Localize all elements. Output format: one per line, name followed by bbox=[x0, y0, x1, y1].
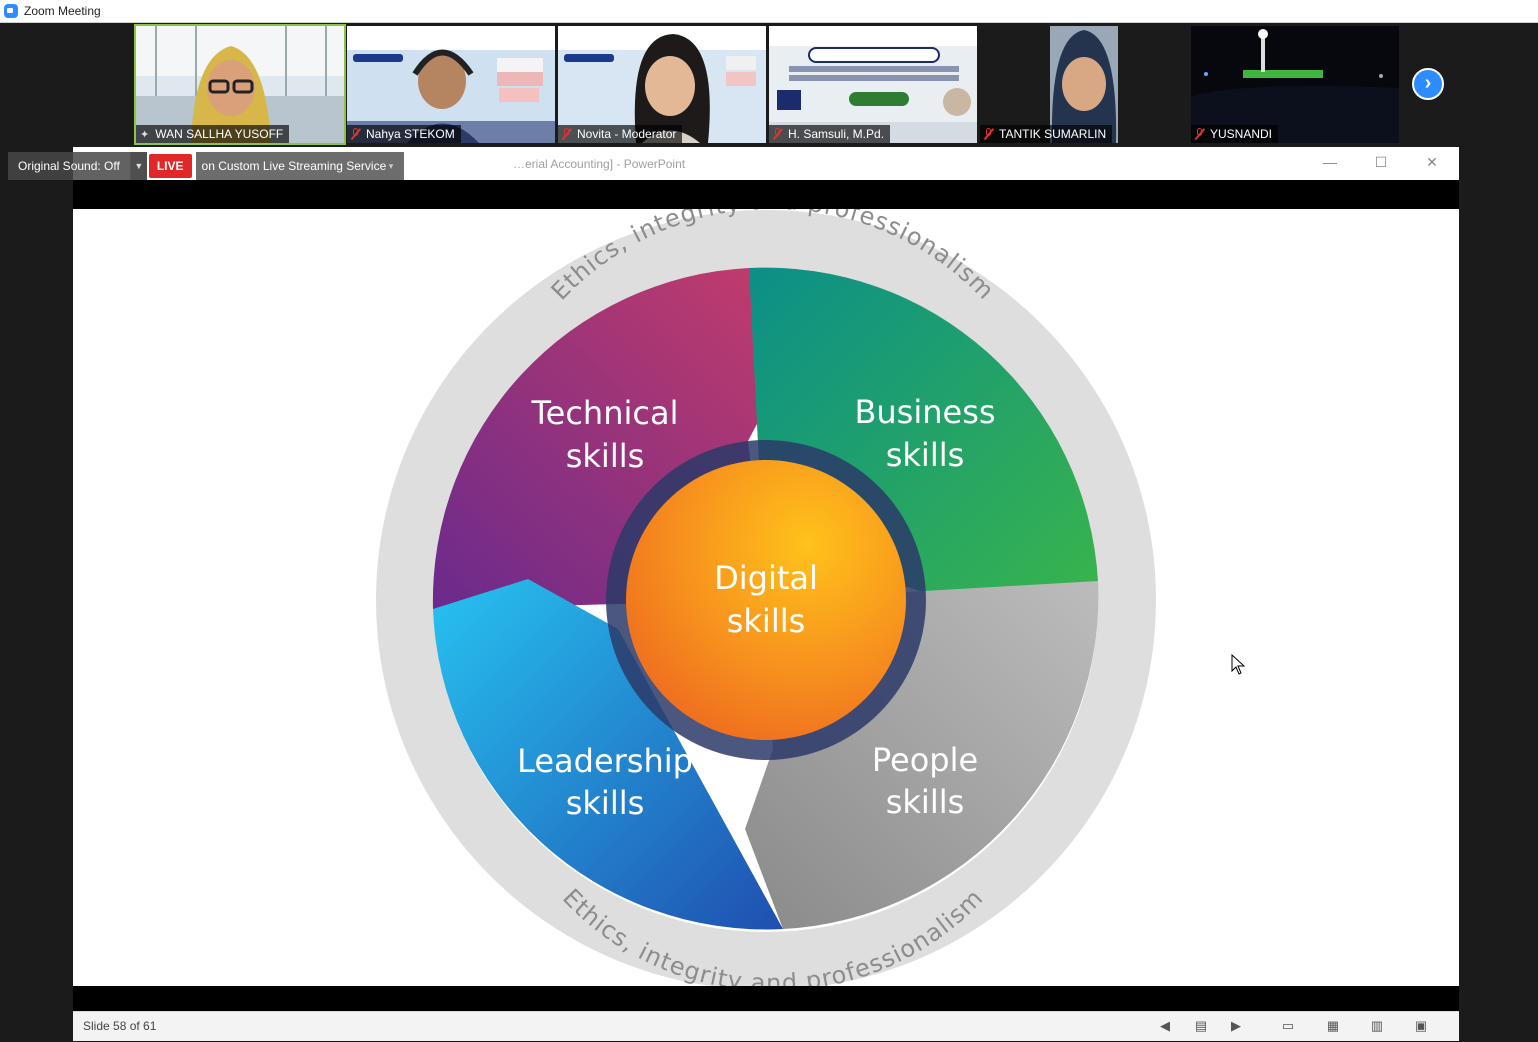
business-label-1: Business bbox=[854, 393, 995, 431]
chevron-down-icon: ▾ bbox=[386, 160, 394, 171]
participant-video bbox=[769, 26, 977, 143]
technical-label-2: skills bbox=[566, 437, 645, 475]
shared-screen-window: …erial Accounting] - PowerPoint — ☐ ✕ bbox=[73, 147, 1459, 1041]
slide-area: Ethics, integrity and professionalism Et… bbox=[73, 180, 1459, 1011]
slideshow-icon[interactable]: ▣ bbox=[1414, 1018, 1428, 1033]
close-icon: ✕ bbox=[1426, 154, 1438, 170]
normal-view-icon[interactable]: ▭ bbox=[1281, 1018, 1295, 1033]
ppt-status-bar: Slide 58 of 61 ◀ ▤ ▶ ▭ ▦ ▥ ▣ bbox=[73, 1011, 1459, 1040]
ppt-window-title: …erial Accounting] - PowerPoint bbox=[513, 156, 686, 171]
next-page-button[interactable]: › bbox=[1412, 68, 1444, 100]
previous-slide-icon[interactable]: ◀ bbox=[1160, 1018, 1170, 1033]
chevron-down-icon[interactable]: ▼ bbox=[129, 152, 147, 180]
maximize-button[interactable]: ☐ bbox=[1356, 147, 1406, 180]
participant-name: YUSNANDI bbox=[1210, 127, 1273, 141]
maximize-icon: ☐ bbox=[1374, 154, 1388, 170]
live-stream-status[interactable]: on Custom Live Streaming Service ▾ bbox=[195, 152, 405, 180]
mic-muted-icon bbox=[562, 128, 571, 140]
technical-label-1: Technical bbox=[531, 394, 679, 432]
center-circle bbox=[626, 460, 906, 740]
zoom-overlay-controls: Original Sound: Off ▼ LIVE on Custom Liv… bbox=[8, 152, 405, 180]
leadership-segment bbox=[433, 579, 783, 930]
participant-name-bar: YUSNANDI bbox=[1191, 125, 1279, 143]
participant-name-bar: H. Samsuli, M.Pd. bbox=[769, 125, 891, 143]
participant-name-bar: ✦ WAN SALLHA YUSOFF bbox=[136, 125, 290, 143]
participant-video bbox=[347, 26, 555, 143]
mouse-cursor-icon bbox=[1231, 654, 1246, 675]
zoom-logo-icon bbox=[4, 4, 18, 18]
participant-name: Novita - Moderator bbox=[577, 127, 677, 141]
participant-name-bar: Novita - Moderator bbox=[558, 125, 683, 143]
mic-muted-icon bbox=[351, 128, 360, 140]
slide-counter: Slide 58 of 61 bbox=[83, 1019, 157, 1033]
leadership-label-1: Leadership bbox=[517, 742, 693, 780]
participant-video bbox=[136, 26, 344, 143]
next-slide-icon[interactable]: ▶ bbox=[1231, 1018, 1241, 1033]
participant-tile[interactable]: H. Samsuli, M.Pd. bbox=[769, 26, 977, 143]
digital-label-1: Digital bbox=[714, 559, 818, 597]
skills-wheel-diagram: Ethics, integrity and professionalism Et… bbox=[376, 209, 1156, 986]
participant-name-bar: Nahya STEKOM bbox=[347, 125, 461, 143]
mic-muted-icon bbox=[1195, 128, 1204, 140]
participant-name: TANTIK SUMARLIN bbox=[999, 127, 1107, 141]
participant-tile[interactable]: ✦ WAN SALLHA YUSOFF bbox=[134, 24, 346, 145]
zoom-title-bar: Zoom Meeting bbox=[0, 0, 1538, 23]
people-label-1: People bbox=[872, 741, 978, 779]
mic-muted-icon bbox=[773, 128, 782, 140]
participant-tile[interactable]: YUSNANDI bbox=[1191, 26, 1399, 143]
participant-tile[interactable]: Novita - Moderator bbox=[558, 26, 766, 143]
leadership-label-2: skills bbox=[566, 784, 645, 822]
slide: Ethics, integrity and professionalism Et… bbox=[73, 209, 1459, 986]
live-stream-label: on Custom Live Streaming Service bbox=[201, 159, 387, 173]
minimize-button[interactable]: — bbox=[1305, 147, 1355, 180]
participant-name: H. Samsuli, M.Pd. bbox=[788, 127, 885, 141]
digital-label-2: skills bbox=[727, 602, 806, 640]
participant-name-bar: TANTIK SUMARLIN bbox=[980, 125, 1113, 143]
participant-tile[interactable]: Nahya STEKOM bbox=[347, 26, 555, 143]
close-button[interactable]: ✕ bbox=[1407, 147, 1457, 180]
people-label-2: skills bbox=[886, 783, 965, 821]
slide-menu-icon[interactable]: ▤ bbox=[1194, 1018, 1208, 1033]
participant-video bbox=[558, 26, 766, 143]
original-sound-toggle[interactable]: Original Sound: Off bbox=[8, 152, 130, 180]
minimize-icon: — bbox=[1323, 154, 1337, 170]
pin-icon: ✦ bbox=[140, 128, 150, 141]
mic-muted-icon bbox=[984, 128, 993, 140]
chevron-right-icon: › bbox=[1424, 72, 1432, 94]
live-badge: LIVE bbox=[148, 154, 192, 178]
reading-view-icon[interactable]: ▥ bbox=[1370, 1018, 1384, 1033]
business-label-2: skills bbox=[886, 436, 965, 474]
participant-name: Nahya STEKOM bbox=[366, 127, 455, 141]
window-title: Zoom Meeting bbox=[24, 4, 101, 18]
participant-name: WAN SALLHA YUSOFF bbox=[155, 127, 284, 141]
slide-sorter-icon[interactable]: ▦ bbox=[1326, 1018, 1340, 1033]
participant-tile[interactable]: TANTIK SUMARLIN bbox=[980, 26, 1188, 143]
participant-strip: ✦ WAN SALLHA YUSOFF Nahya STEKOM bbox=[0, 23, 1538, 146]
participant-video bbox=[1050, 26, 1118, 143]
